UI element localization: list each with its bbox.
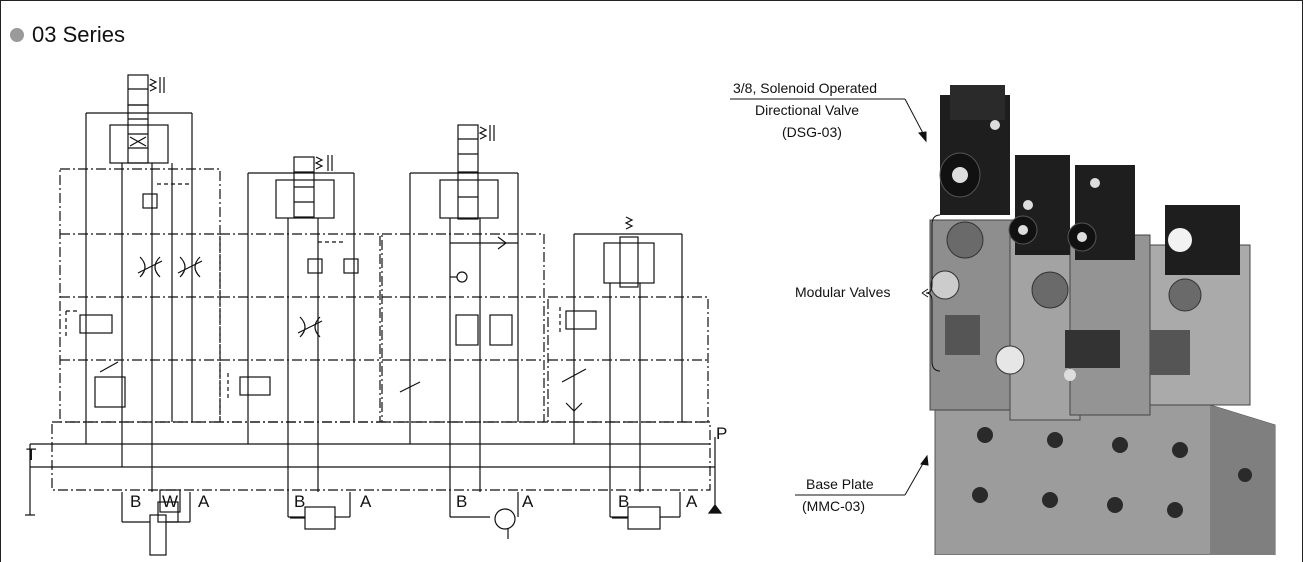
station1-mark-box — [159, 489, 181, 513]
station1-port-a: A — [198, 492, 210, 511]
callout-base-line2: (MMC-03) — [802, 498, 865, 514]
station4-port-b: B — [618, 492, 629, 511]
station3-directional-valve — [439, 179, 499, 219]
station2-block — [219, 233, 381, 423]
solenoid-valves — [939, 85, 1240, 275]
station3-block — [381, 233, 545, 423]
series-title: 03 Series — [32, 22, 125, 47]
station4-cylinder — [627, 506, 661, 530]
callout-solenoid-line1: 3/8, Solenoid Operated — [733, 80, 877, 96]
callouts: 3/8, Solenoid Operated Directional Valve… — [730, 80, 941, 514]
station3-hydraulic-motor — [494, 508, 516, 530]
station4-port-a: A — [686, 492, 698, 511]
station4-directional-valve — [603, 242, 655, 284]
station2-directional-valve — [275, 179, 335, 219]
callout-solenoid-line2: Directional Valve — [755, 102, 859, 118]
station3-port-b: B — [456, 492, 467, 511]
callout-solenoid-line3: (DSG-03) — [782, 124, 842, 140]
base-plate-outline — [51, 421, 711, 491]
bullet-icon — [10, 28, 24, 42]
port-p-label: P — [716, 424, 727, 443]
station2-port-b: B — [294, 492, 305, 511]
station1-directional-valve — [109, 124, 169, 164]
station1-block — [59, 168, 221, 423]
callout-modular-valves: Modular Valves — [795, 284, 890, 300]
pressure-source-icon — [707, 504, 723, 514]
station2-cylinder — [304, 506, 336, 530]
station1-mark: W — [162, 492, 178, 511]
callout-base-line1: Base Plate — [806, 476, 874, 492]
station2-port-a: A — [360, 492, 372, 511]
station1-port-b: B — [130, 492, 141, 511]
hydraulic-circuit-diagram: T P B W A B A B A B A — [25, 74, 727, 556]
series-header: 03 Series — [10, 22, 125, 48]
port-t-label: T — [26, 445, 36, 464]
station3-port-a: A — [522, 492, 534, 511]
modular-valve-stack-photo — [929, 85, 1276, 555]
